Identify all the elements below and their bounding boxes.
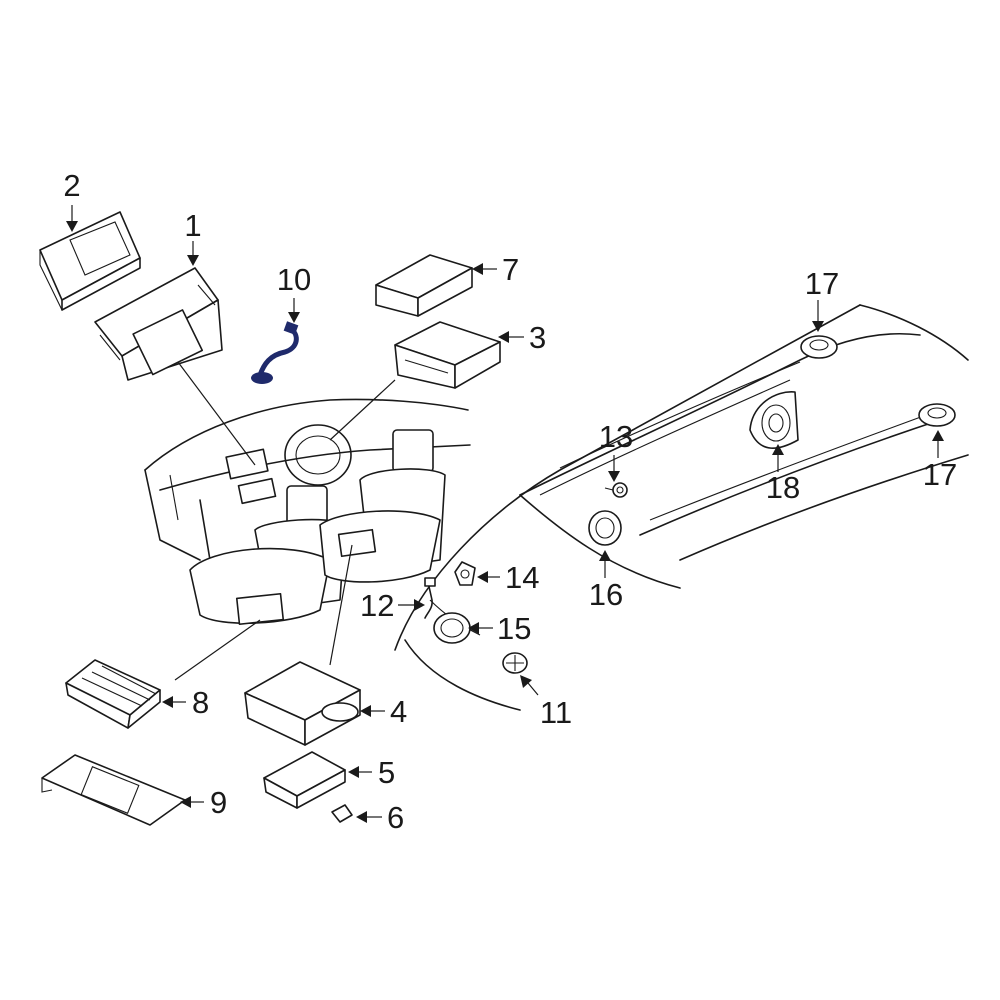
callout-arrows	[66, 205, 944, 823]
part-4-dvd-player[interactable]	[244, 661, 361, 746]
callout-16[interactable]: 16	[589, 577, 623, 612]
part-5-module[interactable]	[263, 751, 346, 809]
part-3-head-unit[interactable]	[394, 321, 501, 389]
part-10-antenna-cable[interactable]	[251, 321, 299, 384]
location-leader-lines	[174, 361, 396, 681]
part-15-speaker[interactable]	[433, 612, 471, 644]
callout-3[interactable]: 3	[529, 320, 546, 355]
part-6-pad[interactable]	[331, 804, 353, 823]
part-14-bracket[interactable]	[454, 561, 476, 586]
part-8-amplifier[interactable]	[65, 659, 161, 729]
callout-1[interactable]: 1	[184, 208, 201, 243]
callout-13[interactable]: 13	[599, 419, 633, 454]
callout-11[interactable]: 11	[540, 695, 572, 730]
callout-5[interactable]: 5	[378, 755, 395, 790]
part-11-tweeter[interactable]	[502, 652, 528, 674]
callout-6[interactable]: 6	[387, 800, 404, 835]
part-17-speaker-rear[interactable]	[918, 403, 956, 427]
callout-10[interactable]: 10	[277, 262, 311, 297]
part-1-display-panel[interactable]	[94, 267, 223, 381]
part-18-speaker[interactable]	[749, 391, 799, 449]
callout-7[interactable]: 7	[502, 252, 519, 287]
callout-9[interactable]: 9	[210, 785, 227, 820]
part-13-clip[interactable]	[604, 482, 628, 498]
callout-8[interactable]: 8	[192, 685, 209, 720]
part-9-bracket[interactable]	[41, 754, 186, 826]
callout-labels: 2 1 10 7 3 17 17 18 13 16 14 12 15 11 8 …	[63, 168, 957, 835]
callout-15[interactable]: 15	[497, 611, 531, 646]
part-17-speaker-front[interactable]	[800, 335, 838, 359]
part-2-module[interactable]	[39, 211, 141, 311]
callout-17-rear[interactable]: 17	[923, 457, 957, 492]
callout-2[interactable]: 2	[63, 168, 80, 203]
part-12-connector[interactable]	[424, 577, 436, 619]
callout-12[interactable]: 12	[360, 588, 394, 623]
callout-18[interactable]: 18	[766, 470, 800, 505]
callout-14[interactable]: 14	[505, 560, 539, 595]
callout-4[interactable]: 4	[390, 694, 407, 729]
callout-17-front[interactable]: 17	[805, 266, 839, 301]
dashboard-illustration	[144, 398, 471, 561]
seats-illustration	[189, 429, 446, 626]
part-16-speaker[interactable]	[588, 510, 622, 546]
part-7-receiver[interactable]	[375, 254, 473, 317]
